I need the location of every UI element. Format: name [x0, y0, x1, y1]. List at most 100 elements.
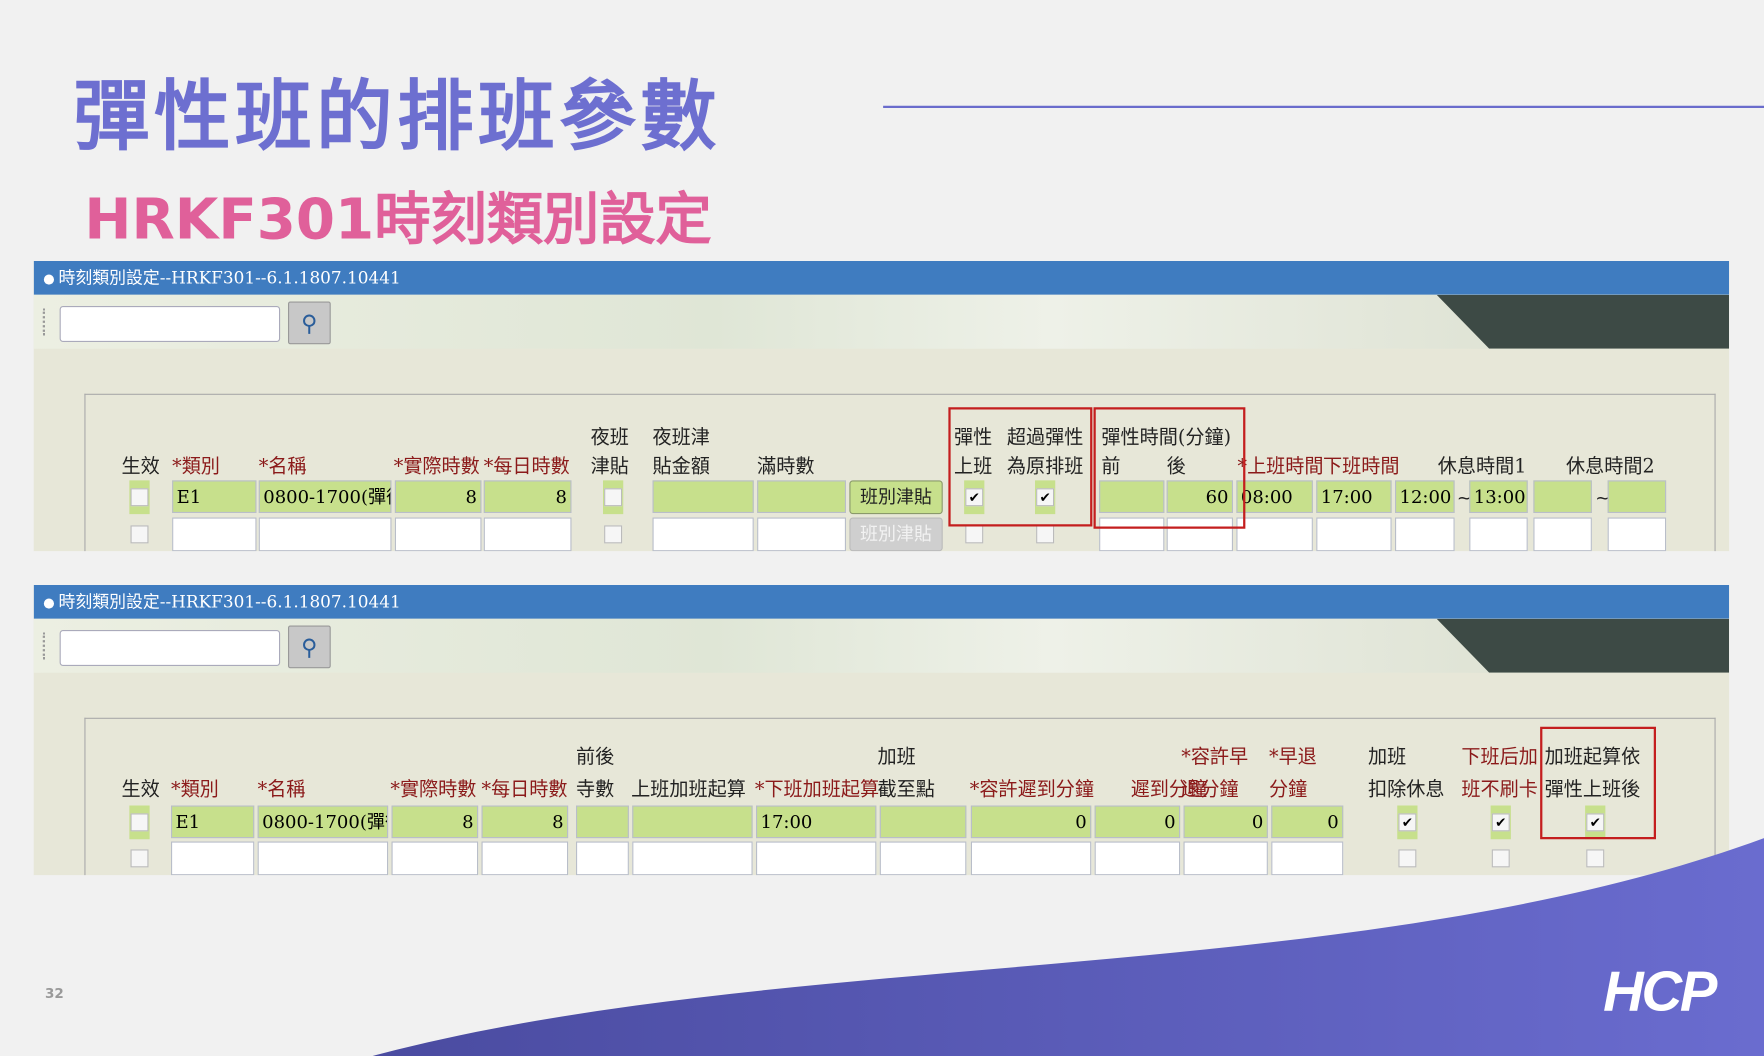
checkbox-box[interactable]: [604, 525, 623, 544]
field-early_leave_min[interactable]: 0: [1271, 805, 1344, 839]
field-late_minutes2[interactable]: [1094, 841, 1181, 876]
field-break1_from[interactable]: [1395, 517, 1455, 552]
field-flex_before[interactable]: [1099, 517, 1165, 552]
checkbox-active[interactable]: [129, 805, 150, 840]
field-start_time[interactable]: 08:00: [1236, 480, 1313, 513]
column-header-ot_cutoff: 截至點: [877, 778, 935, 802]
column-header-early_leave: 退分鐘: [1181, 778, 1239, 802]
search-button[interactable]: ⚲: [288, 301, 331, 345]
checkbox-box[interactable]: [130, 813, 149, 832]
field-full_hours[interactable]: [757, 480, 846, 513]
checkbox-box[interactable]: [1491, 849, 1510, 868]
field-break2_from[interactable]: [1533, 480, 1592, 513]
checkbox-ot_deduct_break[interactable]: [1397, 842, 1417, 876]
column-header-break1_from: 休息時間1: [1437, 455, 1527, 479]
field-ot_start_before[interactable]: [632, 841, 753, 876]
column-header-over_flex: 超過彈性: [1006, 426, 1084, 449]
field-actual_hours[interactable]: [394, 517, 482, 552]
field-break2_to[interactable]: [1607, 517, 1667, 552]
field-early_leave[interactable]: [1183, 841, 1268, 876]
column-header-late_minutes: *容許遲到分鐘: [969, 778, 1095, 802]
field-pre_post_hours[interactable]: [576, 805, 629, 839]
field-actual_hours[interactable]: [391, 841, 479, 876]
checkbox-ot_no_swipe[interactable]: ✔: [1490, 805, 1511, 840]
field-flex_before[interactable]: [1099, 480, 1165, 513]
checkbox-box[interactable]: ✔: [1398, 813, 1417, 832]
column-header-actual_hours: *實際時數: [393, 455, 480, 479]
checkbox-box[interactable]: ✔: [1491, 813, 1510, 832]
field-flex_after[interactable]: 60: [1166, 480, 1233, 513]
checkbox-box[interactable]: [604, 488, 623, 507]
checkbox-box[interactable]: ✔: [1586, 813, 1605, 832]
field-ot_start_after[interactable]: [756, 841, 877, 876]
field-break2_from[interactable]: [1533, 517, 1592, 552]
field-ot_cutoff[interactable]: [879, 805, 967, 839]
field-break1_to[interactable]: [1469, 517, 1528, 552]
field-night_amount[interactable]: [652, 480, 754, 513]
checkbox-box[interactable]: [1586, 849, 1605, 868]
field-late_minutes[interactable]: 0: [970, 805, 1092, 839]
window-bottom-edge: [33, 875, 1730, 909]
hcp-logo: HCP: [1603, 959, 1717, 1023]
checkbox-box[interactable]: ✔: [965, 488, 984, 507]
field-early_leave[interactable]: 0: [1183, 805, 1268, 839]
field-end_time[interactable]: 17:00: [1316, 480, 1392, 513]
field-name[interactable]: 0800-1700(彈後: [257, 805, 389, 839]
shift-allowance-button[interactable]: 班別津貼: [849, 480, 943, 515]
column-header-late_minutes2: 遲到分鐘: [1130, 778, 1208, 802]
field-break1_to[interactable]: 13:00: [1469, 480, 1528, 513]
checkbox-night_allowance[interactable]: [603, 518, 623, 552]
field-ot_start_after[interactable]: 17:00: [756, 805, 877, 839]
field-type[interactable]: E1: [172, 480, 257, 513]
field-type[interactable]: [171, 841, 255, 876]
checkbox-night_allowance[interactable]: [603, 480, 624, 515]
column-header-end_time: 下班時間: [1323, 455, 1400, 479]
checkbox-ot_by_flex[interactable]: [1585, 842, 1605, 876]
field-ot_start_before[interactable]: [632, 805, 753, 839]
field-daily_hours[interactable]: [481, 841, 569, 876]
field-type[interactable]: E1: [171, 805, 255, 839]
toolbar-grip[interactable]: [42, 632, 48, 660]
search-input[interactable]: [59, 630, 281, 666]
field-flex_after[interactable]: [1166, 517, 1233, 552]
field-break1_from[interactable]: 12:00: [1395, 480, 1455, 513]
checkbox-over_flex[interactable]: ✔: [1035, 480, 1056, 515]
field-type[interactable]: [172, 517, 257, 552]
field-late_minutes2[interactable]: 0: [1094, 805, 1181, 839]
column-header-night_amount: 貼金額: [652, 455, 710, 479]
checkbox-ot_deduct_break[interactable]: ✔: [1397, 805, 1418, 840]
column-header-type: *類別: [171, 778, 219, 802]
checkbox-ot_no_swipe[interactable]: [1491, 842, 1511, 876]
checkbox-active[interactable]: [129, 480, 150, 515]
checkmark-icon: ✔: [968, 489, 980, 506]
checkbox-flex_start[interactable]: ✔: [964, 480, 985, 515]
field-night_amount[interactable]: [652, 517, 754, 552]
field-full_hours[interactable]: [757, 517, 846, 552]
field-daily_hours[interactable]: 8: [483, 480, 572, 513]
field-pre_post_hours[interactable]: [576, 841, 629, 876]
field-actual_hours[interactable]: 8: [391, 805, 479, 839]
search-button[interactable]: ⚲: [288, 625, 331, 669]
field-end_time[interactable]: [1316, 517, 1392, 552]
field-daily_hours[interactable]: [483, 517, 572, 552]
field-break2_to[interactable]: [1607, 480, 1667, 513]
field-actual_hours[interactable]: 8: [394, 480, 482, 513]
checkbox-active[interactable]: [129, 518, 149, 552]
checkbox-ot_by_flex[interactable]: ✔: [1585, 805, 1606, 840]
field-daily_hours[interactable]: 8: [481, 805, 569, 839]
toolbar-grip[interactable]: [42, 308, 48, 336]
checkbox-box[interactable]: ✔: [1036, 488, 1055, 507]
checkbox-box[interactable]: [130, 849, 149, 868]
field-ot_cutoff[interactable]: [879, 841, 967, 876]
checkbox-box[interactable]: [1398, 849, 1417, 868]
field-name[interactable]: 0800-1700(彈後: [258, 480, 392, 513]
field-name[interactable]: [258, 517, 392, 552]
checkbox-box[interactable]: [130, 525, 149, 544]
field-name[interactable]: [257, 841, 389, 876]
checkbox-box[interactable]: [130, 488, 149, 507]
field-start_time[interactable]: [1236, 517, 1313, 552]
search-input[interactable]: [59, 306, 281, 342]
field-late_minutes[interactable]: [970, 841, 1092, 876]
checkbox-active[interactable]: [129, 842, 149, 876]
field-early_leave_min[interactable]: [1271, 841, 1344, 876]
